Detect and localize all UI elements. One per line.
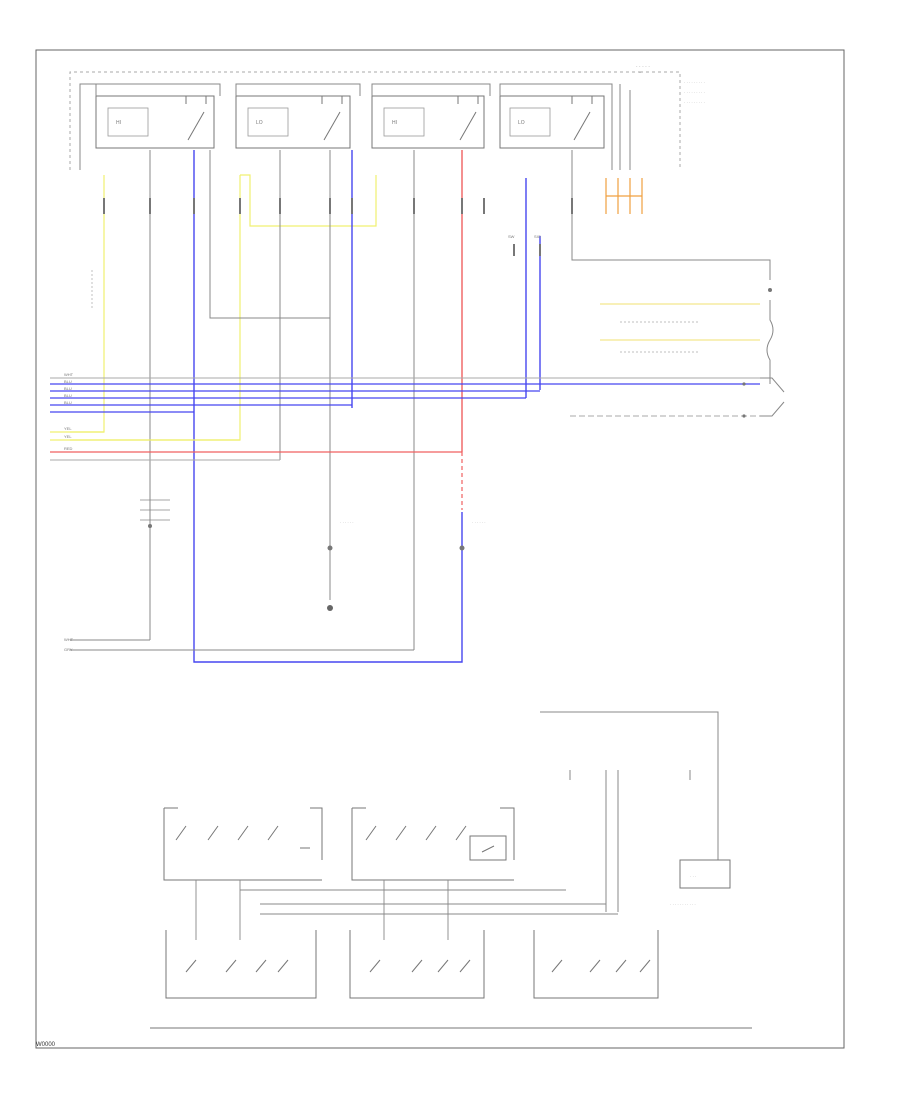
bus-label-2: BLU <box>64 379 72 384</box>
grey-vertical-wires <box>70 150 760 651</box>
switch-block-2 <box>351 807 515 881</box>
connector-label-1: SW <box>508 234 515 239</box>
bus-label-4: BLU <box>64 393 72 398</box>
ground-right-note: · · · · · · <box>472 520 486 525</box>
top-right-tiny-label: · · · · · <box>636 64 650 70</box>
bus-label-8: RED <box>64 446 73 451</box>
yellow-wire-left <box>70 175 105 433</box>
ground-wire-label-1: WHT <box>64 637 74 642</box>
connector-marks <box>103 198 573 214</box>
lower-vertical-wires <box>569 770 691 912</box>
top-supply-dashed-line <box>69 71 641 170</box>
connector-label-2: SIG <box>534 234 541 239</box>
bus-label-5: BLU <box>64 400 72 405</box>
blue-wire-main <box>193 150 463 663</box>
grey-wire-branch <box>209 150 330 319</box>
ground-symbol-right: · · · · · · <box>459 520 486 551</box>
blue-connector-pair: SW SIG <box>508 234 541 256</box>
yellow-wire-link <box>240 174 377 227</box>
orange-wires <box>605 178 643 214</box>
top-right-note: · · · · · · · · · <box>684 80 705 85</box>
relay-box-3: HI <box>371 95 485 149</box>
relay-box-3-label: HI <box>392 120 397 126</box>
yellow-wire-mid <box>70 175 241 441</box>
switch-block-4 <box>349 930 485 999</box>
switch-block-1 <box>163 807 323 881</box>
relay-box-4-label: LO <box>518 120 525 126</box>
relay-box-2-label: LO <box>256 120 263 126</box>
switch-block-3 <box>165 930 317 999</box>
relay-box-1-label: HI <box>116 120 121 126</box>
module-box: · · · · · · · · · · · · · · <box>670 859 731 907</box>
bus-label-3: BLU <box>64 386 72 391</box>
ground-middle-note: · · · · · · <box>340 520 354 525</box>
bus-label-6: YEL <box>64 426 72 431</box>
interconnect-wires <box>195 880 618 940</box>
relay-box-4: LO <box>499 95 605 149</box>
bus-label-1: WHT <box>64 372 74 377</box>
lower-top-wire <box>540 711 719 860</box>
diagram-frame <box>35 49 845 1049</box>
top-right-note-2: · · · · · · · · · <box>684 90 705 95</box>
bus-wires <box>50 377 760 461</box>
module-box-note: · · · <box>690 874 696 879</box>
ground-wire-labels: WHT GRY <box>64 637 74 652</box>
relay-box-1: HI <box>95 95 215 149</box>
ground-symbol-left <box>140 470 170 560</box>
right-sensor-area <box>570 259 785 418</box>
top-right-dashed-line <box>640 71 681 170</box>
ground-symbol-middle: · · · · · · <box>327 470 354 611</box>
relay-box-2: LO <box>235 95 351 149</box>
top-right-note-3: · · · · · · · · · <box>684 100 705 105</box>
ground-wire-label-2: GRY <box>64 647 73 652</box>
bus-label-7: YEL <box>64 434 72 439</box>
relay-feed-lines <box>79 83 631 170</box>
module-box-caption: · · · · · · · · · · · <box>670 902 696 907</box>
switch-block-5 <box>533 930 659 999</box>
bus-wire-labels: WHT BLU BLU BLU BLU YEL YEL RED <box>64 372 74 451</box>
footer-id: W0000 <box>36 1042 56 1048</box>
